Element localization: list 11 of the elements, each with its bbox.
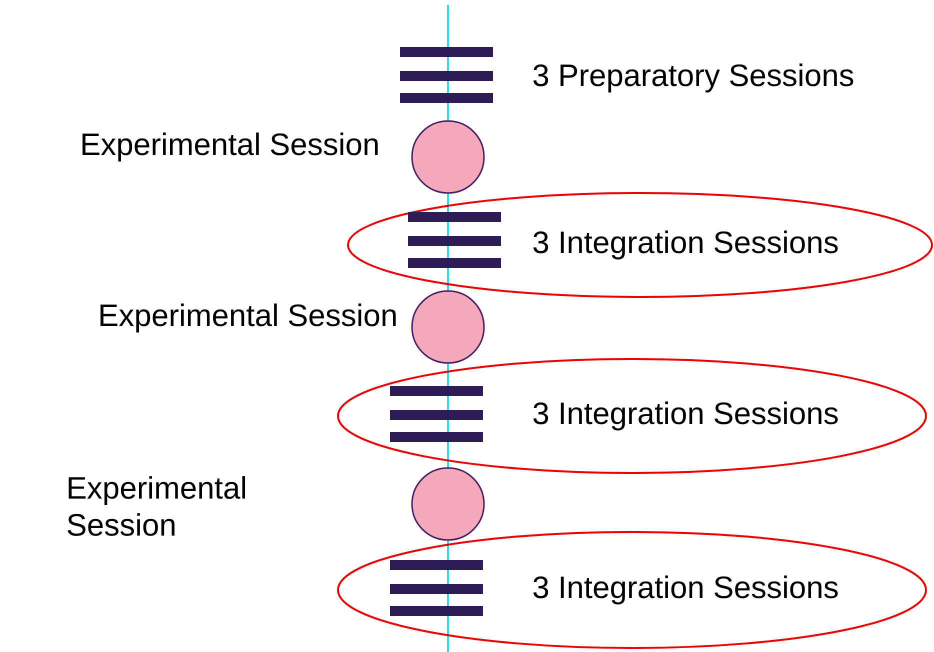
session-circle [411,467,485,541]
session-label: Experimental Session [68,476,246,536]
bar-stack [390,560,483,616]
session-label: 3 Integration Sessions [533,230,838,260]
session-label: 3 Integration Sessions [533,402,838,430]
session-label: 3 Integration Sessions [533,576,838,604]
session-label: 3 Preparatory Sessions [533,64,854,92]
bar-stack [390,386,483,442]
session-label: Experimental Session [82,132,378,162]
session-label: Experimental Session [100,304,396,332]
bar-stack [408,212,501,268]
